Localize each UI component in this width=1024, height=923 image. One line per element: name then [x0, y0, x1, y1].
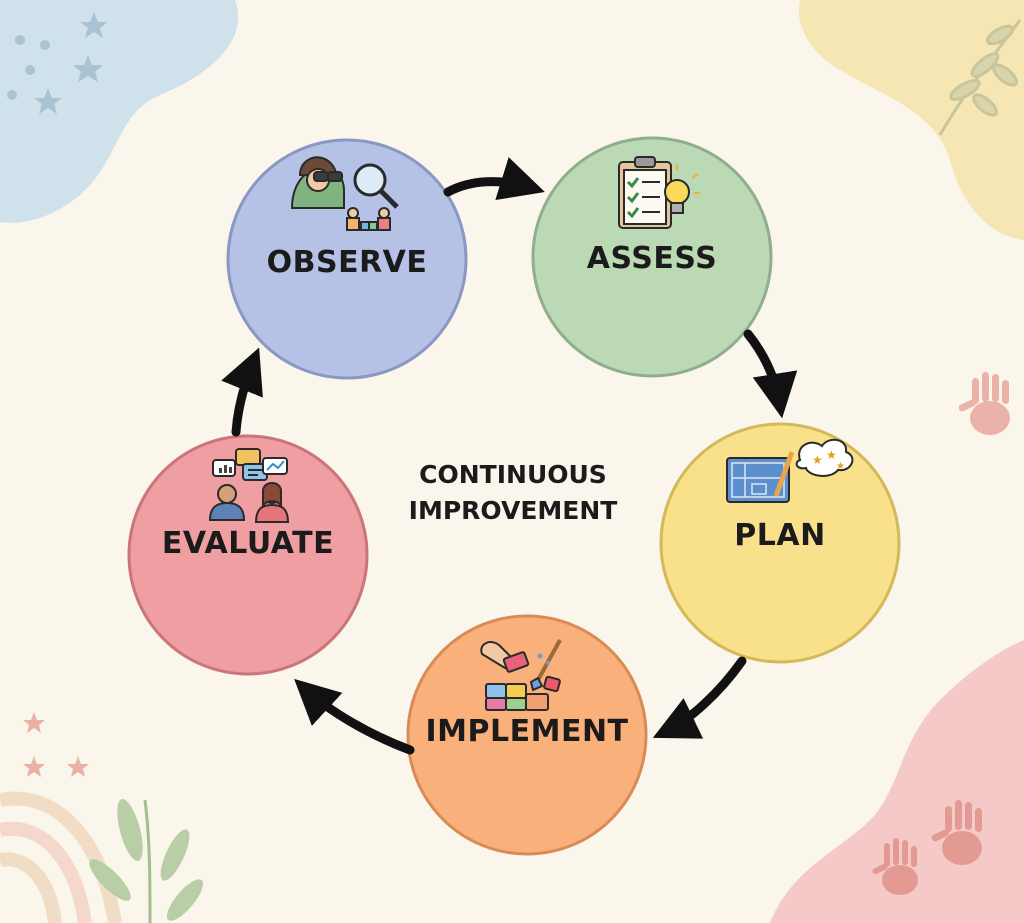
handprint-icon — [872, 838, 918, 895]
stage-label-plan: PLAN — [734, 518, 825, 553]
star-icon — [23, 756, 45, 777]
stage-label-observe: OBSERVE — [267, 245, 428, 280]
dot-decoration — [40, 40, 50, 50]
center-label-line-2: IMPROVEMENT — [409, 496, 618, 525]
building-blocks-paintbrush-icon — [480, 639, 562, 711]
blue-corner-blob — [0, 0, 239, 223]
discussion-people-icon — [208, 448, 290, 523]
stage-label-assess: ASSESS — [587, 241, 717, 276]
arrow-plan-to-implement — [652, 656, 747, 739]
binoculars-and-magnifier-icon — [290, 156, 399, 231]
arrow-implement-to-evaluate — [294, 678, 415, 755]
arrow-observe-to-assess — [443, 157, 545, 201]
checklist-lightbulb-icon — [618, 156, 700, 229]
stage-label-implement: IMPLEMENT — [425, 714, 628, 749]
leaf-branch-icon — [938, 19, 1022, 136]
star-icon — [67, 756, 89, 777]
cycle-arrows — [221, 157, 798, 755]
handprint-icon — [931, 800, 982, 865]
svg-text:★: ★ — [812, 453, 823, 467]
stage-circle-evaluate — [127, 434, 369, 676]
arrow-evaluate-to-observe — [221, 347, 263, 437]
svg-text:★: ★ — [836, 461, 845, 472]
svg-text:★: ★ — [826, 448, 837, 462]
stage-circle-observe — [226, 138, 468, 380]
star-icon — [23, 712, 45, 733]
star-icon — [80, 12, 108, 38]
stage-circle-plan — [659, 422, 901, 664]
stage-circle-implement — [406, 614, 648, 856]
dot-decoration — [15, 35, 25, 45]
star-icon — [73, 55, 103, 82]
stage-circle-assess — [531, 136, 773, 378]
dot-decoration — [25, 65, 35, 75]
yellow-corner-blob — [798, 0, 1024, 240]
star-icon — [34, 88, 62, 114]
handprint-icon — [958, 372, 1010, 435]
leaf-branch-icon — [89, 798, 204, 923]
blueprint-thought-bubble-icon: ★ ★ ★ — [726, 438, 854, 503]
stage-label-evaluate: EVALUATE — [162, 526, 334, 561]
rainbow-arc-decoration — [0, 791, 122, 923]
rainbow-arc-decoration — [0, 821, 92, 923]
center-label-line-1: CONTINUOUS — [419, 460, 607, 489]
rainbow-arc-decoration — [0, 852, 62, 923]
dot-decoration — [7, 90, 17, 100]
arrow-assess-to-plan — [743, 329, 798, 419]
